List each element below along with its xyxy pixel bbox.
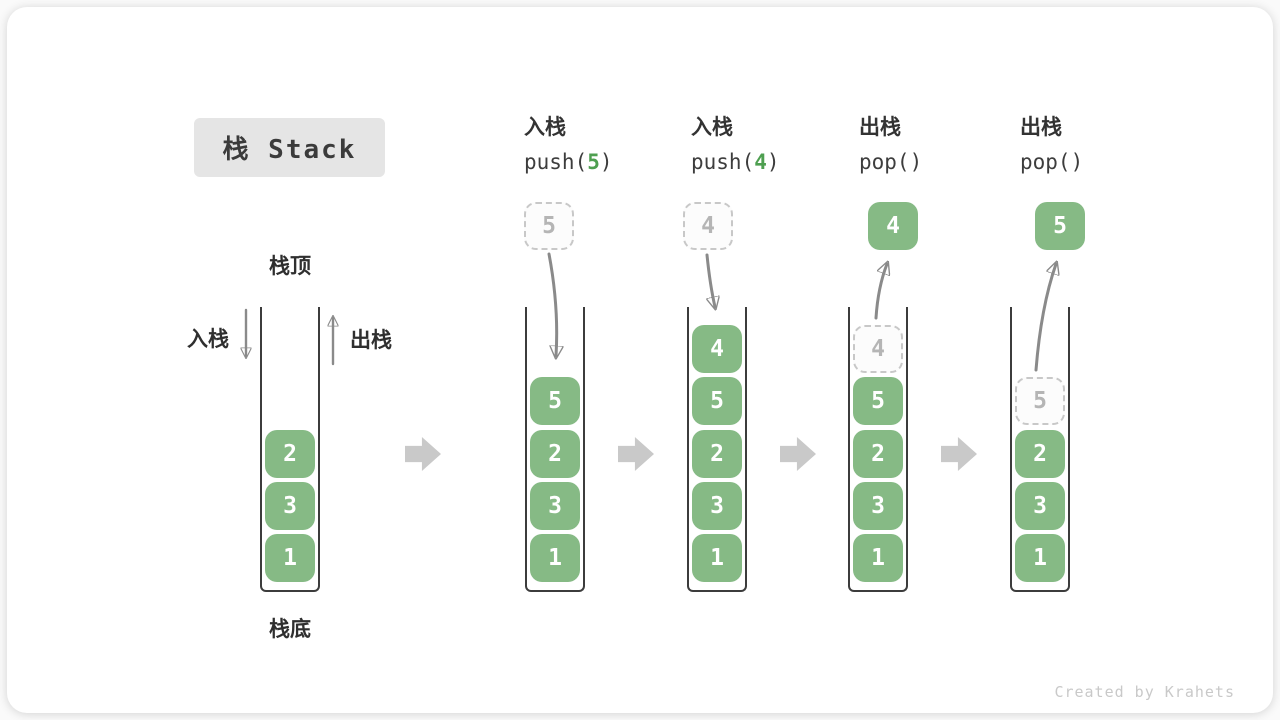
stack-container-after-pop-5 — [1010, 307, 1070, 592]
stack-item-1: 1 — [692, 534, 742, 582]
stack-item-2: 2 — [530, 430, 580, 478]
stack-item-1: 1 — [530, 534, 580, 582]
op-label-pop-2: 出栈 pop() — [1020, 112, 1083, 177]
floating-item-5: 5 — [524, 202, 574, 250]
floating-item-5: 5 — [1035, 202, 1085, 250]
stack-item-3: 3 — [265, 482, 315, 530]
push-direction-label: 入栈 — [187, 327, 229, 351]
code-fn: push( — [691, 150, 755, 174]
stack-item-1: 1 — [1015, 534, 1065, 582]
stack-container-after-push-5 — [525, 307, 585, 592]
stack-item-3: 3 — [692, 482, 742, 530]
code-arg: 4 — [754, 150, 767, 174]
stack-item-3: 3 — [1015, 482, 1065, 530]
push-4-arrow-icon — [705, 253, 715, 307]
stack-item-2: 2 — [853, 430, 903, 478]
op-kind-label: 出栈 — [859, 115, 901, 139]
code-fn: pop( — [859, 150, 910, 174]
stack-item-3: 3 — [530, 482, 580, 530]
stack-item-2: 2 — [265, 430, 315, 478]
code-arg: 5 — [587, 150, 600, 174]
title-text: 栈 Stack — [222, 135, 357, 165]
code-fn: push( — [524, 150, 588, 174]
code-fn: pop( — [1020, 150, 1071, 174]
transition-arrow-icon-2 — [618, 437, 654, 471]
transition-arrow-icon-3 — [780, 437, 816, 471]
arrows-overlay — [7, 252, 1280, 372]
op-code-label: pop() — [859, 147, 922, 177]
diagram-card: 栈 Stack 入栈 push(5) 入栈 push(4) 出栈 pop() 出… — [7, 7, 1273, 713]
op-kind-label: 入栈 — [691, 115, 733, 139]
stack-item-4-ghost: 4 — [853, 325, 903, 373]
watermark-credit: Created by Krahets — [1054, 683, 1235, 701]
code-close: ) — [909, 150, 923, 174]
stack-item-2: 2 — [1015, 430, 1065, 478]
stack-item-3: 3 — [853, 482, 903, 530]
stack-item-5: 5 — [853, 377, 903, 425]
op-label-pop-1: 出栈 pop() — [859, 112, 922, 177]
stack-item-5: 5 — [692, 377, 742, 425]
stack-item-1: 1 — [265, 534, 315, 582]
title-box: 栈 Stack — [194, 118, 385, 177]
stack-item-5-ghost: 5 — [1015, 377, 1065, 425]
code-close: ) — [1070, 150, 1084, 174]
op-code-label: push(5) — [524, 147, 613, 177]
stack-item-1: 1 — [853, 534, 903, 582]
stack-container-initial-stack — [260, 307, 320, 592]
op-kind-label: 入栈 — [524, 115, 566, 139]
op-label-push-4: 入栈 push(4) — [691, 112, 780, 177]
op-code-label: pop() — [1020, 147, 1083, 177]
stack-top-label: 栈顶 — [269, 254, 311, 278]
op-label-push-5: 入栈 push(5) — [524, 112, 613, 177]
transition-arrow-icon-4 — [941, 437, 977, 471]
transition-arrow-icon-1 — [405, 437, 441, 471]
stack-item-5: 5 — [530, 377, 580, 425]
stack-container-after-push-4 — [687, 307, 747, 592]
stack-item-2: 2 — [692, 430, 742, 478]
pop-direction-label: 出栈 — [350, 328, 392, 352]
floating-item-4: 4 — [683, 202, 733, 250]
stack-item-4: 4 — [692, 325, 742, 373]
code-close: ) — [766, 150, 780, 174]
stack-bottom-label: 栈底 — [269, 617, 311, 641]
op-code-label: push(4) — [691, 147, 780, 177]
code-close: ) — [599, 150, 613, 174]
floating-item-4: 4 — [868, 202, 918, 250]
stack-container-after-pop-4 — [848, 307, 908, 592]
op-kind-label: 出栈 — [1020, 115, 1062, 139]
